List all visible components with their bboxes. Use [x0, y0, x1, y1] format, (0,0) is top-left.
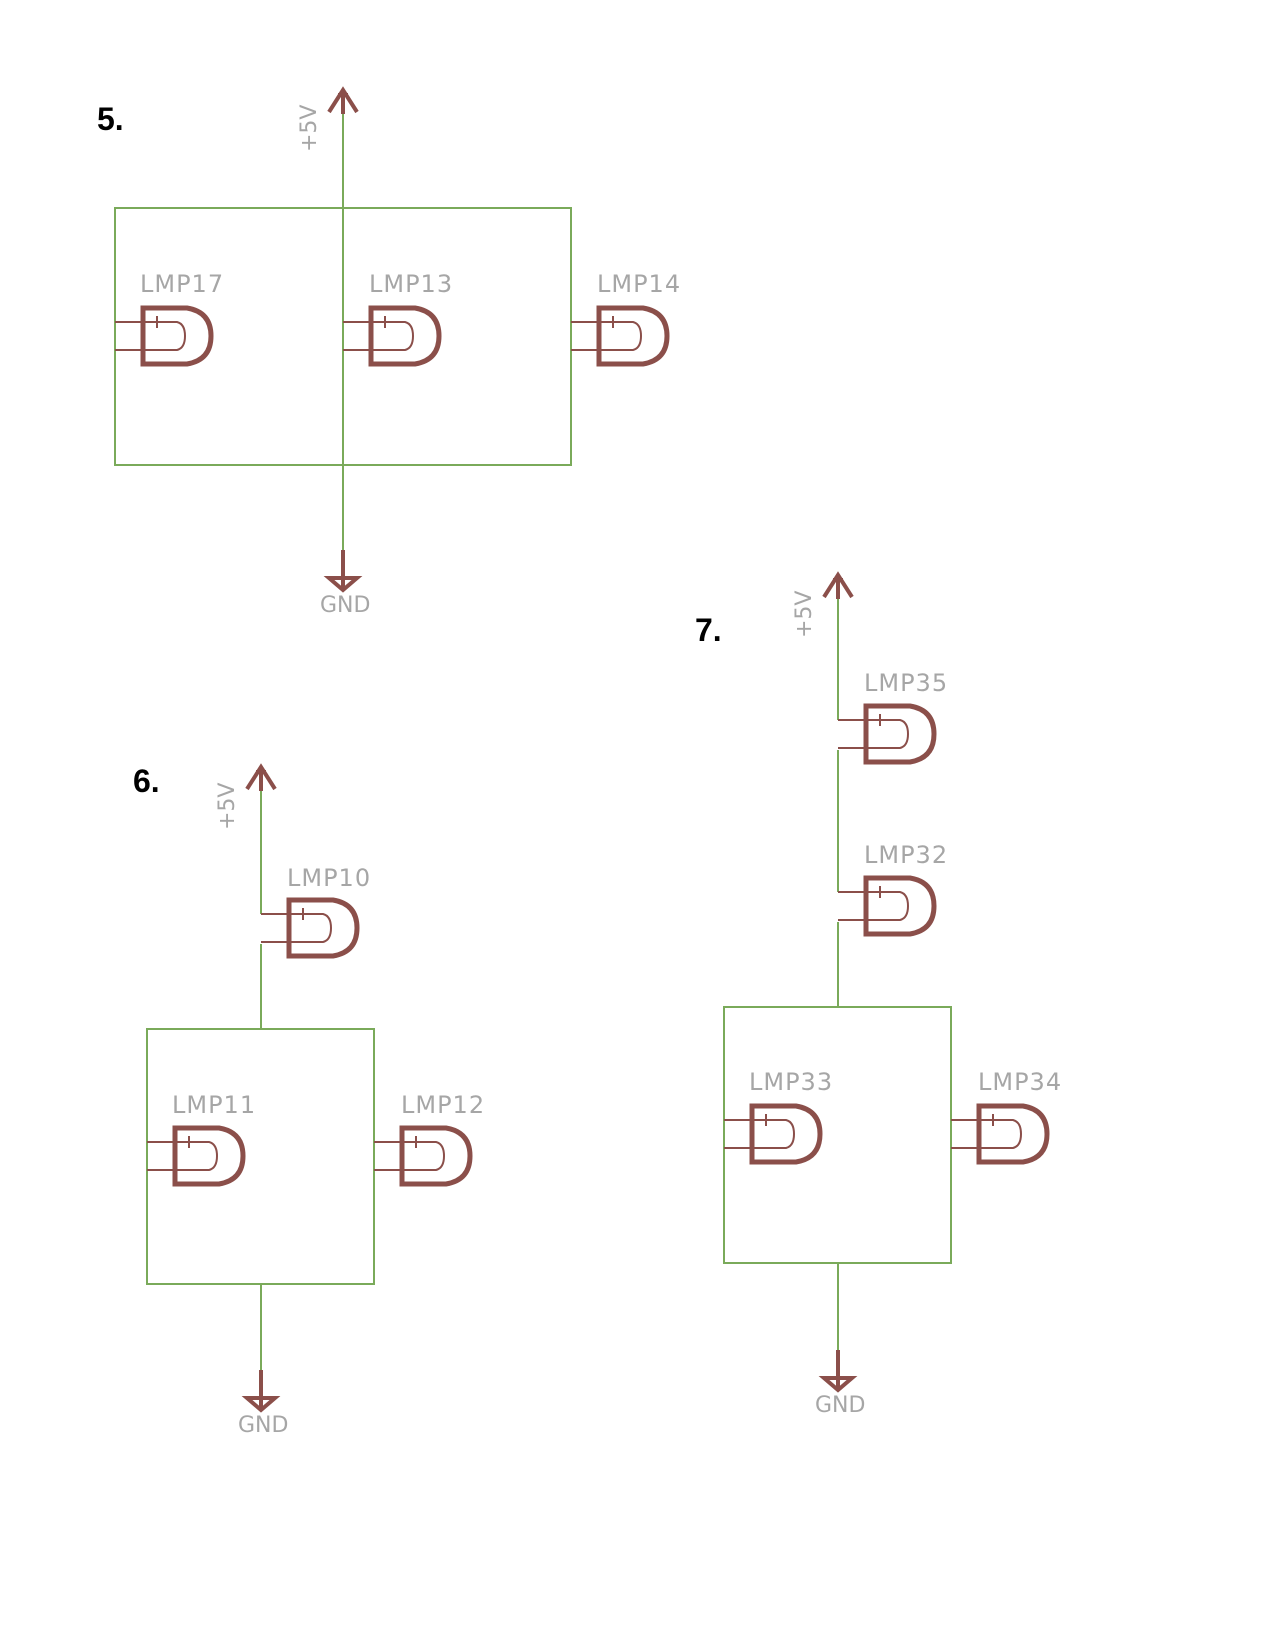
ground-icon: [822, 1348, 854, 1392]
lamp-label: LMP11: [172, 1091, 256, 1119]
supply-label: +5V: [792, 591, 817, 638]
lamp-icon: [261, 900, 357, 956]
lamp-label: LMP13: [369, 270, 453, 298]
lamp-icon: [147, 1128, 243, 1184]
lamp-icon: [724, 1106, 820, 1162]
circuit-5: 5. +5V GND LMP17 LMP13 LMP14: [97, 88, 681, 618]
lamp-label: LMP33: [749, 1068, 833, 1096]
lamp-lmp14: LMP14: [571, 270, 681, 364]
lamp-label: LMP35: [864, 669, 948, 697]
lamp-lmp33: LMP33: [724, 1068, 833, 1162]
lamp-lmp11: LMP11: [147, 1091, 256, 1184]
lamp-label: LMP17: [140, 270, 224, 298]
wire-loop: [723, 1006, 952, 1264]
ground-label: GND: [238, 1413, 288, 1438]
lamp-label: LMP34: [978, 1068, 1062, 1096]
supply-label: +5V: [297, 105, 322, 152]
circuit-7: 7. +5V GND LMP35 LMP32 LMP33 LMP34: [695, 573, 1062, 1418]
supply-arrow-icon: [822, 573, 854, 601]
lamp-lmp13: LMP13: [343, 270, 453, 364]
lamp-lmp34: LMP34: [951, 1068, 1062, 1162]
ground-icon: [327, 548, 359, 592]
lamp-icon: [115, 308, 211, 364]
lamp-icon: [951, 1106, 1047, 1162]
circuit-number: 6.: [133, 763, 160, 799]
lamp-label: LMP12: [401, 1091, 485, 1119]
lamp-lmp10: LMP10: [261, 864, 371, 956]
circuit-number: 7.: [695, 612, 722, 648]
circuit-6: 6. +5V GND LMP10 LMP11 LMP12: [133, 763, 485, 1438]
ground-label: GND: [320, 593, 370, 618]
supply-arrow-icon: [245, 765, 277, 793]
lamp-label: LMP14: [597, 270, 681, 298]
lamp-icon: [571, 308, 667, 364]
circuit-number: 5.: [97, 101, 124, 137]
lamp-icon: [838, 706, 934, 762]
ground-icon: [245, 1368, 277, 1412]
wire-loop: [146, 1028, 375, 1285]
lamp-icon: [374, 1128, 470, 1184]
lamp-lmp35: LMP35: [838, 669, 948, 762]
lamp-icon: [838, 878, 934, 934]
lamp-lmp32: LMP32: [838, 841, 948, 934]
lamp-lmp17: LMP17: [115, 270, 224, 364]
lamp-label: LMP32: [864, 841, 948, 869]
ground-label: GND: [815, 1393, 865, 1418]
supply-arrow-icon: [327, 88, 359, 116]
supply-label: +5V: [215, 783, 240, 830]
lamp-icon: [343, 308, 439, 364]
lamp-lmp12: LMP12: [374, 1091, 485, 1184]
lamp-label: LMP10: [287, 864, 371, 892]
